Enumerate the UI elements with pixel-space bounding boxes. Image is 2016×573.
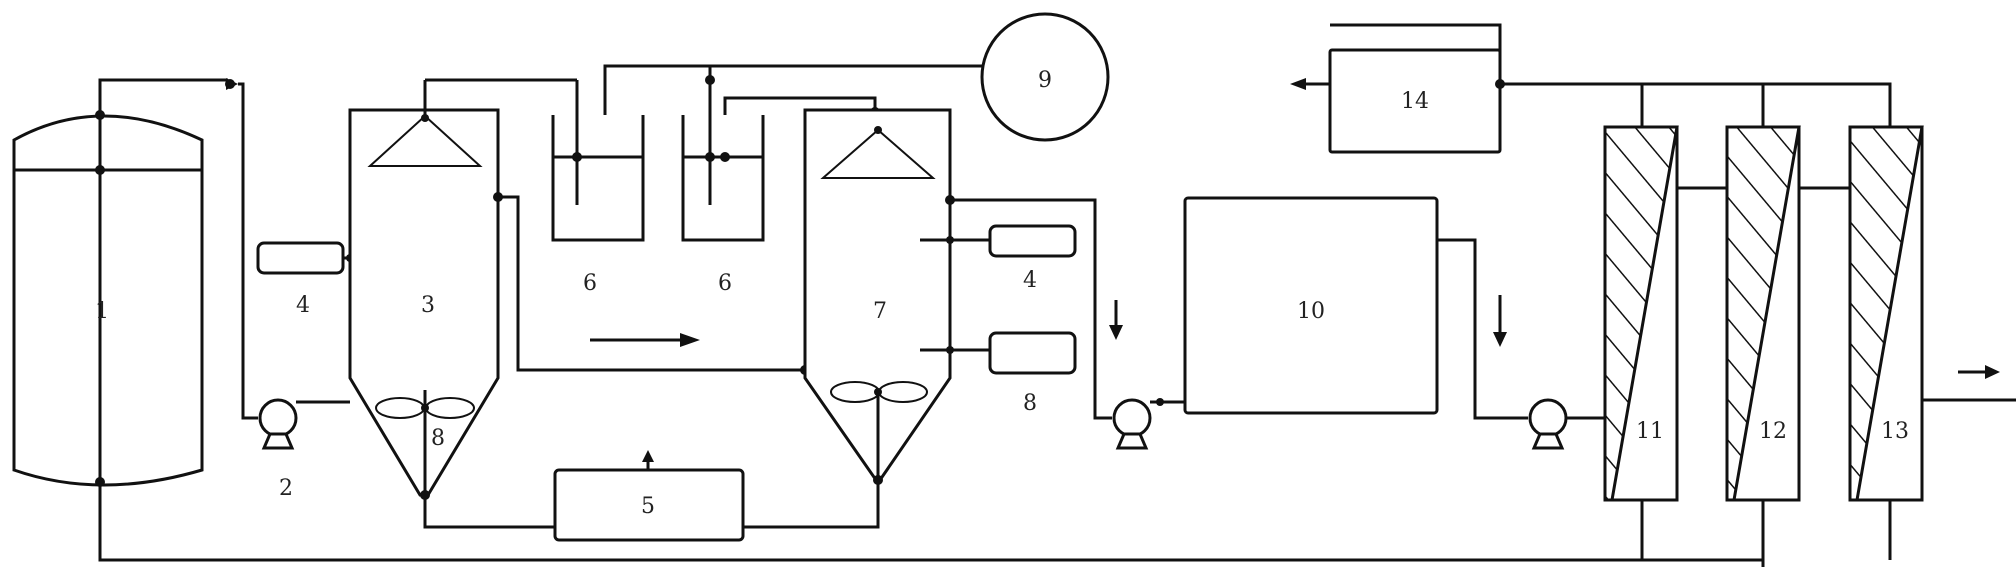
label-unit-8: 8 [1023, 391, 1037, 416]
pump-2: 2 [258, 398, 350, 501]
label-beaker-6a: 6 [583, 271, 597, 296]
blower-9: 9 [980, 12, 1110, 142]
label-reactor-7: 7 [873, 299, 887, 324]
unit-5: 5 [423, 450, 880, 542]
label-agitator-8: 8 [431, 426, 445, 451]
unit-8: 8 [920, 331, 1077, 416]
reactor-3: 3 8 [348, 80, 500, 500]
label-pump-2: 2 [279, 476, 293, 501]
pump-center [1112, 398, 1185, 450]
label-unit-4-right: 4 [1023, 268, 1037, 293]
beaker-6a: 6 [551, 80, 645, 296]
final-outlet [1922, 365, 2016, 402]
label-unit-4-left: 4 [296, 293, 310, 318]
label-unit-10: 10 [1297, 299, 1325, 324]
label-beaker-6b: 6 [718, 271, 732, 296]
label-unit-5: 5 [641, 494, 655, 519]
label-column-13: 13 [1881, 419, 1909, 444]
label-unit-14: 14 [1401, 89, 1429, 114]
unit-4-right: 4 [920, 224, 1077, 293]
column-13: 13 [1848, 125, 1924, 560]
label-reactor-3: 3 [421, 293, 435, 318]
beaker-6b: 6 [681, 80, 765, 296]
outlet-pipe-reactor-7 [945, 195, 1123, 420]
reactor-7: 7 [803, 108, 952, 485]
label-column-12: 12 [1759, 419, 1787, 444]
bottom-return-pipe [98, 482, 1765, 567]
column-11: 11 [1603, 125, 1679, 560]
storage-tank-1: 1 [12, 80, 204, 487]
label-tank-1: 1 [95, 299, 109, 324]
flow-arrow-right [590, 333, 700, 347]
label-blower-9: 9 [1038, 68, 1052, 93]
label-column-11: 11 [1636, 419, 1664, 444]
unit-10: 10 [1183, 196, 1528, 420]
column-12: 12 [1725, 125, 1801, 560]
pump-right [1528, 398, 1605, 450]
feed-pipe-tank-to-pump [98, 78, 258, 420]
unit-14: 14 [1290, 23, 1892, 154]
